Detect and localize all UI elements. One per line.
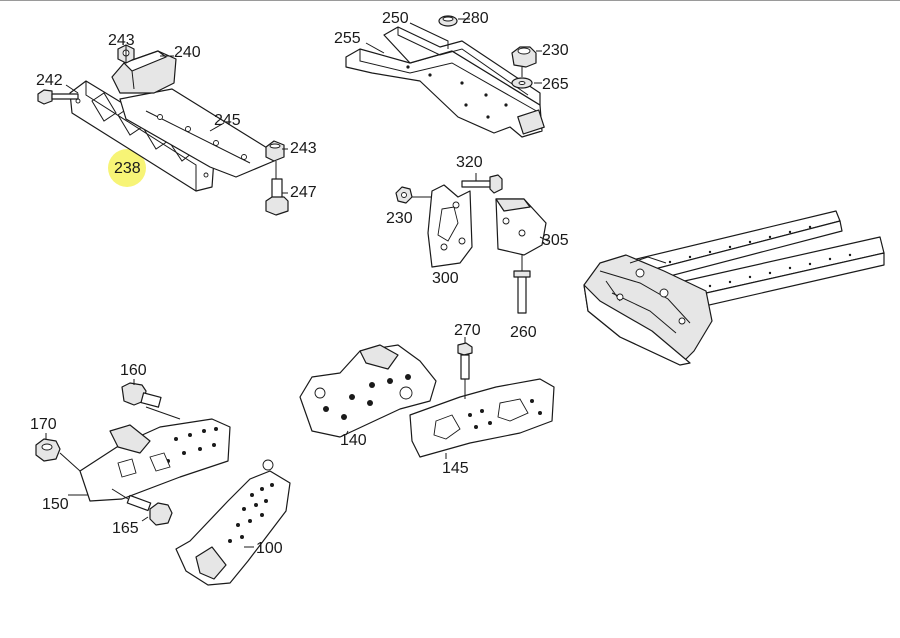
callout-243-top[interactable]: 243 xyxy=(108,32,135,49)
callout-100[interactable]: 100 xyxy=(256,540,283,557)
plate-145 xyxy=(409,378,555,458)
bracket-assembly-238 xyxy=(69,80,215,192)
bolt-165 xyxy=(126,494,173,526)
bolt-247 xyxy=(265,178,289,216)
callout-300[interactable]: 300 xyxy=(432,270,459,287)
callout-247[interactable]: 247 xyxy=(290,184,317,201)
callout-140[interactable]: 140 xyxy=(340,432,367,449)
callout-165[interactable]: 165 xyxy=(112,520,139,537)
callout-280[interactable]: 280 xyxy=(462,10,489,27)
plate-245 xyxy=(119,88,275,178)
bracket-305 xyxy=(495,198,547,256)
callout-255[interactable]: 255 xyxy=(334,30,361,47)
callout-245[interactable]: 245 xyxy=(214,112,241,129)
bolt-270 xyxy=(457,342,473,380)
nut-230b xyxy=(395,186,413,204)
bolt-320 xyxy=(461,174,503,194)
callout-240[interactable]: 240 xyxy=(174,44,201,61)
callout-230-top[interactable]: 230 xyxy=(542,42,569,59)
frame-rails-assembly xyxy=(583,210,885,366)
callout-170[interactable]: 170 xyxy=(30,416,57,433)
nut-170 xyxy=(35,438,61,462)
callout-250[interactable]: 250 xyxy=(382,10,409,27)
bracket-100 xyxy=(175,459,291,586)
bolt-260 xyxy=(513,270,531,314)
callout-270[interactable]: 270 xyxy=(454,322,481,339)
bracket-240 xyxy=(111,50,177,94)
callout-150[interactable]: 150 xyxy=(42,496,69,513)
callout-145[interactable]: 145 xyxy=(442,460,469,477)
bracket-150 xyxy=(79,418,231,502)
bolt-160 xyxy=(121,382,162,408)
callout-260[interactable]: 260 xyxy=(510,324,537,341)
callout-238[interactable]: 238 xyxy=(114,160,141,177)
callout-305[interactable]: 305 xyxy=(542,232,569,249)
nut-243b xyxy=(265,140,285,162)
washer-265 xyxy=(511,77,533,89)
plug-280 xyxy=(438,15,458,27)
callout-160[interactable]: 160 xyxy=(120,362,147,379)
bracket-140 xyxy=(299,344,437,438)
callout-320[interactable]: 320 xyxy=(456,154,483,171)
plate-300 xyxy=(427,184,473,268)
callout-243-bottom[interactable]: 243 xyxy=(290,140,317,157)
nut-230a xyxy=(511,46,537,68)
callout-265[interactable]: 265 xyxy=(542,76,569,93)
callout-242[interactable]: 242 xyxy=(36,72,63,89)
bolt-242 xyxy=(37,89,79,105)
crossmember-250 xyxy=(345,26,545,138)
callout-230-bottom[interactable]: 230 xyxy=(386,210,413,227)
